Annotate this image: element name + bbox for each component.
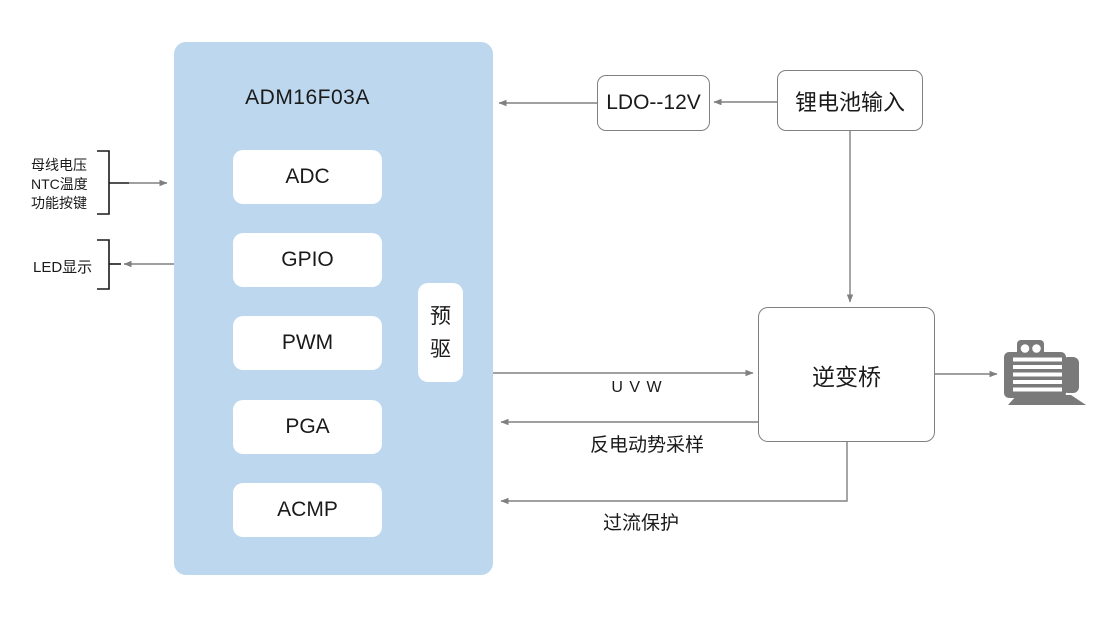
block-pga: PGA [233,400,382,454]
chip-box: ADM16F03A ADC GPIO PWM PGA ACMP 预驱 [174,42,493,575]
ocp-wire-label: 过流保护 [602,513,679,534]
motor-icon [1004,340,1086,405]
predriver-label: 预驱 [430,304,451,361]
uvw-wire-label: U V W [611,379,663,396]
chip-input-labels: 母线电压 NTC温度 功能按键 [31,156,103,213]
block-acmp: ACMP [233,483,382,537]
led-display-label: LED显示 [33,259,93,276]
battery-input-box: 锂电池输入 [777,70,923,131]
input-label-ntc-temp: NTC温度 [31,176,88,192]
ldo-box: LDO--12V [597,75,710,131]
bemf-wire-label: 反电动势采样 [589,435,704,456]
input-label-func-keys: 功能按键 [31,195,87,211]
wire-ocp [500,442,848,505]
inverter-bridge-box: 逆变桥 [758,307,935,442]
block-predriver: 预驱 [418,283,463,382]
block-pwm: PWM [233,316,382,370]
block-gpio: GPIO [233,233,382,287]
led-bracket [97,239,110,290]
chip-title: ADM16F03A [245,86,370,109]
input-label-bus-voltage: 母线电压 [31,157,87,173]
bus-input-bracket [97,150,110,215]
block-adc: ADC [233,150,382,204]
